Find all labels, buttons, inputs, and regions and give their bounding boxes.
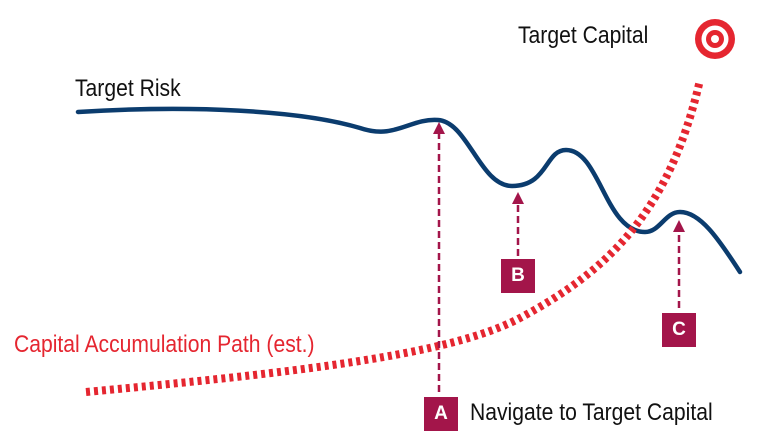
- navigate-label: Navigate to Target Capital: [470, 399, 713, 426]
- arrow-c-head: [673, 220, 685, 232]
- target-risk-line: [75, 106, 743, 275]
- target-bullseye-icon: [691, 15, 739, 63]
- arrow-a-head: [433, 122, 445, 134]
- marker-b: B: [501, 259, 535, 293]
- marker-c: C: [662, 313, 696, 347]
- capital-accumulation-path: [85, 79, 704, 396]
- arrow-b-head: [512, 192, 524, 204]
- target-capital-label: Target Capital: [518, 22, 649, 49]
- target-risk-label: Target Risk: [75, 75, 181, 102]
- marker-a: A: [424, 397, 458, 431]
- capital-path-label: Capital Accumulation Path (est.): [14, 331, 315, 358]
